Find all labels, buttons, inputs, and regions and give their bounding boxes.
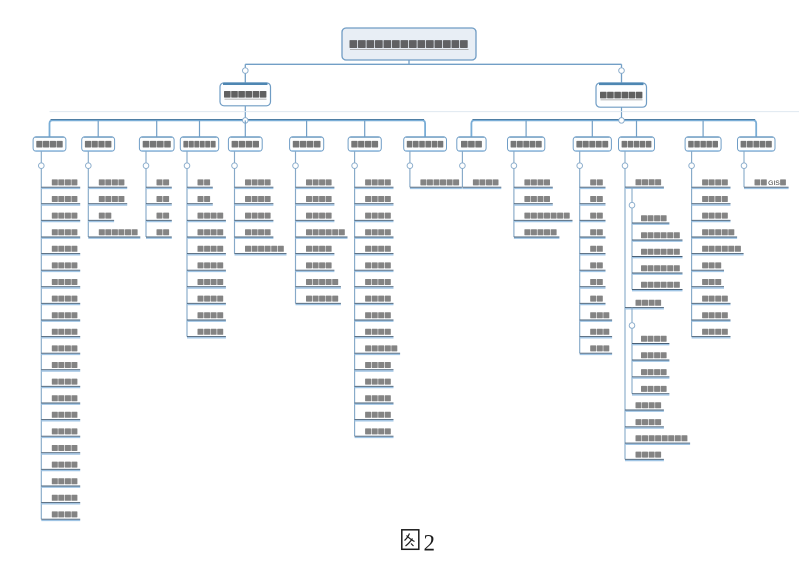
svg-text:GIS: GIS	[768, 180, 780, 187]
svg-text:2: 2	[424, 531, 436, 556]
